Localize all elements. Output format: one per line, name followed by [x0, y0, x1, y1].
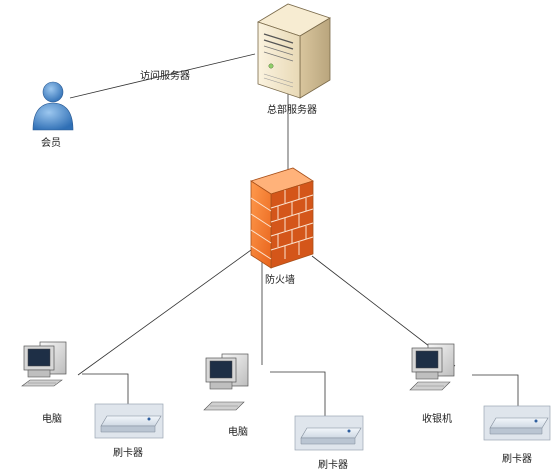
member-server-link: [69, 53, 256, 99]
firewall-pc-left-link: [77, 244, 259, 376]
card-reader-left-label: 刷卡器: [113, 446, 143, 459]
visit-server-label: 访问服务器: [140, 69, 190, 82]
firewall-icon: [250, 167, 314, 269]
hq-server-label: 总部服务器: [267, 103, 317, 116]
computer-icon: [203, 353, 249, 411]
pc-left-reader-link: [82, 373, 129, 404]
card-reader-icon: [483, 405, 551, 441]
card-reader-mid-label: 刷卡器: [318, 458, 348, 471]
computer-icon: [409, 343, 455, 391]
card-reader-icon: [94, 403, 164, 439]
computer-left-label: 电脑: [42, 412, 62, 425]
cashier-reader-link: [472, 374, 519, 406]
cashier-label: 收银机: [422, 412, 452, 425]
firewall-label: 防火墙: [265, 273, 295, 286]
person-icon: [32, 81, 74, 131]
card-reader-right-label: 刷卡器: [502, 452, 532, 465]
computer-mid-label: 电脑: [228, 425, 248, 438]
connections: [69, 53, 519, 416]
member-label: 会员: [41, 136, 61, 149]
pc-mid-reader-link: [270, 371, 326, 416]
card-reader-icon: [294, 415, 364, 451]
computer-icon: [21, 341, 67, 387]
server-icon: [257, 3, 331, 99]
